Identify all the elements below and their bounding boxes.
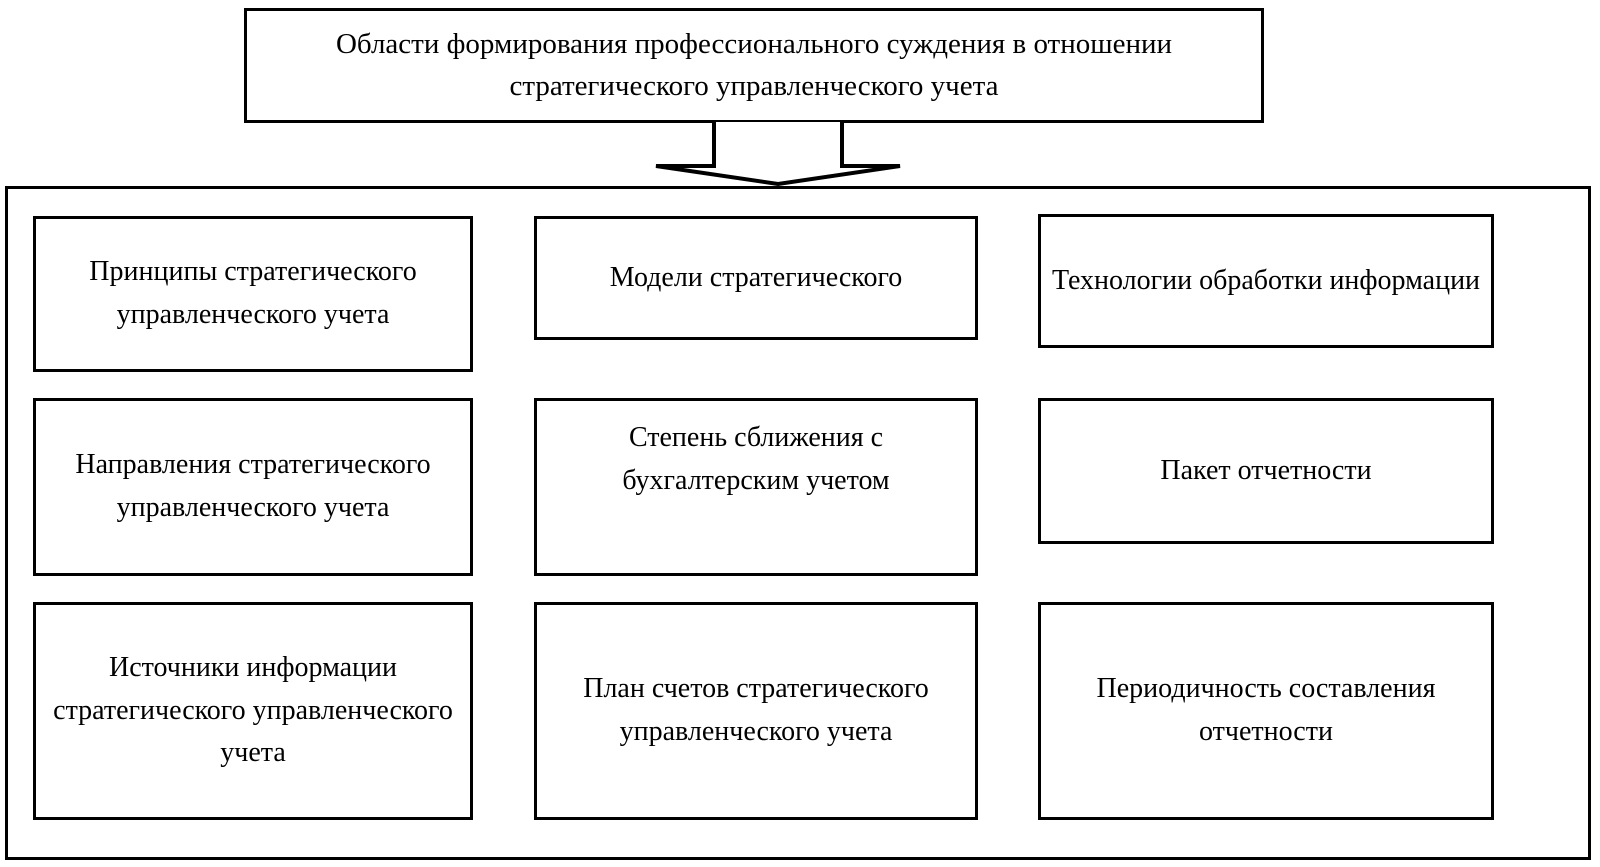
card-chart-of-accounts[interactable]: План счетов стратегического управленческ…	[534, 602, 978, 820]
arrow-outline	[655, 122, 901, 187]
diagram-title-box: Области формирования профессионального с…	[244, 8, 1264, 123]
card-processing-technologies[interactable]: Технологии обработки информации	[1038, 214, 1494, 348]
card-reporting-package-label: Пакет отчетности	[1160, 454, 1372, 486]
card-chart-of-accounts-label: План счетов стратегического управленческ…	[583, 673, 929, 747]
card-reporting-package[interactable]: Пакет отчетности	[1038, 398, 1494, 544]
card-information-sources-label: Источники информации стратегического упр…	[53, 652, 453, 769]
card-models-label: Модели стратегического	[609, 261, 903, 293]
card-principles[interactable]: Принципы стратегического управленческого…	[33, 216, 473, 372]
down-block-arrow-icon	[648, 122, 908, 187]
down-block-arrow-svg	[655, 122, 901, 187]
card-convergence-degree[interactable]: Степень сближения с бухгалтерским учетом	[534, 398, 978, 576]
card-directions-label: Направления стратегического управленческ…	[75, 449, 431, 523]
card-principles-label: Принципы стратегического управленческого…	[89, 256, 417, 330]
card-convergence-degree-label: Степень сближения с бухгалтерским учетом	[622, 422, 890, 496]
card-reporting-frequency[interactable]: Периодичность составления отчетности	[1038, 602, 1494, 820]
card-directions[interactable]: Направления стратегического управленческ…	[33, 398, 473, 576]
card-reporting-frequency-label: Периодичность составления отчетности	[1096, 673, 1436, 747]
card-information-sources[interactable]: Источники информации стратегического упр…	[33, 602, 473, 820]
card-processing-technologies-label: Технологии обработки информации	[1051, 264, 1481, 296]
card-models[interactable]: Модели стратегического	[534, 216, 978, 340]
diagram-title-text: Области формирования профессионального с…	[335, 28, 1173, 102]
